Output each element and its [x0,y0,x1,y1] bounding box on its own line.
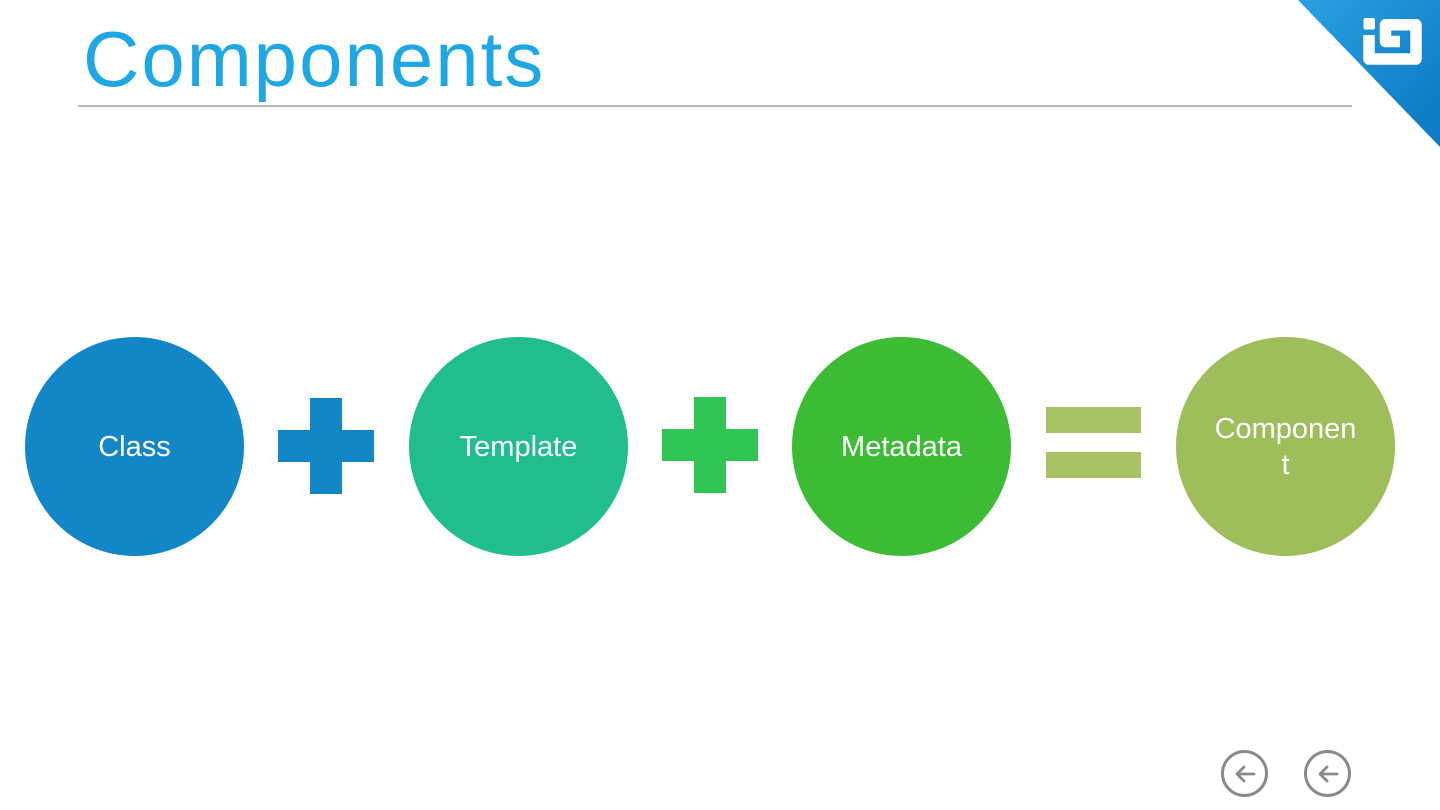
title-underline [78,105,1352,107]
slide-title: Components [83,15,546,103]
circle-label: Template [459,430,578,463]
arrow-left-icon [1235,765,1255,782]
square-spiral-logo-icon [1363,18,1422,65]
arrow-left-icon [1318,765,1338,782]
nav-back-button-2[interactable] [1304,750,1351,797]
diagram-circle-class: Class [25,337,244,556]
diagram-circle-template: Template [409,337,628,556]
equals-operator [1046,407,1141,478]
corner-triangle [1298,0,1440,147]
nav-back-button-1[interactable] [1221,750,1268,797]
plus-operator-1 [278,398,374,494]
circle-label: Metadata [841,430,962,463]
circle-label-line2: t [1281,448,1290,481]
circle-label: Componen [1214,412,1357,445]
plus-operator-2 [662,397,758,493]
equals-bar-top [1046,407,1141,433]
diagram-circle-component: Componen t [1176,337,1395,556]
diagram-circle-metadata: Metadata [792,337,1011,556]
equals-bar-bottom [1046,452,1141,478]
circle-label: Class [98,430,171,463]
